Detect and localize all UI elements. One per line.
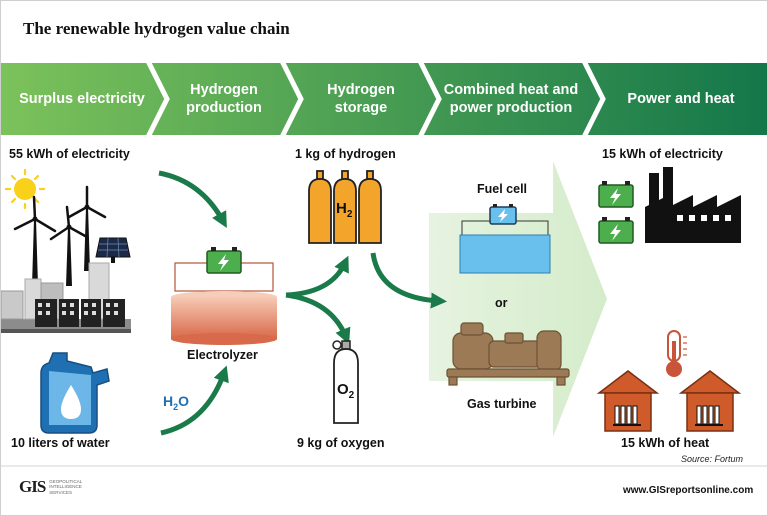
electricity-output-label: 15 kWh of electricity	[602, 147, 723, 161]
or-label: or	[495, 296, 508, 310]
step-surplus-electricity: Surplus electricity	[19, 91, 145, 107]
website-url: www.GISreportsonline.com	[623, 485, 754, 496]
electrolyzer-label: Electrolyzer	[187, 348, 258, 362]
step-power-and-heat: Power and heat	[627, 91, 735, 107]
solar-panel-icon	[95, 237, 131, 263]
water-jug-icon	[40, 352, 110, 434]
gis-logo: GIS GEOPOLITICAL INTELLIGENCE SERVICES	[19, 477, 83, 496]
battery-icon	[206, 247, 242, 274]
source-note: Source: Fortum	[681, 454, 744, 464]
battery-icon	[598, 217, 634, 244]
hydrogen-output-label: 1 kg of hydrogen	[295, 147, 396, 161]
water-input-label: 10 liters of water	[11, 436, 110, 450]
h2o-label: H2O	[163, 393, 190, 412]
arrow-icon	[158, 170, 227, 229]
oxygen-output-label: 9 kg of oxygen	[297, 436, 385, 450]
fuel-cell-label: Fuel cell	[477, 182, 528, 196]
heat-output-label: 15 kWh of heat	[621, 436, 710, 450]
banner-chevrons	[144, 57, 606, 141]
step-banner	[1, 63, 767, 135]
battery-icon	[598, 181, 634, 208]
h2-symbol: H2	[336, 200, 353, 220]
battery-icon	[489, 204, 517, 225]
oxygen-cylinder-icon	[332, 340, 359, 424]
o2-symbol: O2	[337, 381, 355, 401]
sun-icon	[4, 168, 46, 210]
factory-icon	[645, 167, 741, 243]
output-arrow-background	[429, 161, 607, 437]
gas-turbine-icon	[446, 322, 570, 386]
fuel-cell-icon	[459, 220, 551, 274]
arrow-icon	[285, 252, 447, 345]
page-title: The renewable hydrogen value chain	[23, 19, 290, 38]
wind-turbine-icon	[13, 185, 107, 286]
thermometer-icon	[666, 330, 687, 377]
hydrogen-cylinder-icon	[308, 170, 382, 244]
city-icon	[1, 262, 131, 333]
electricity-input-label: 55 kWh of electricity	[9, 147, 130, 161]
arrow-icon	[160, 365, 229, 436]
house-heater-icon	[678, 370, 742, 432]
electrolyzer-icon	[171, 262, 277, 345]
gas-turbine-label: Gas turbine	[467, 397, 537, 411]
house-heater-icon	[596, 370, 660, 432]
